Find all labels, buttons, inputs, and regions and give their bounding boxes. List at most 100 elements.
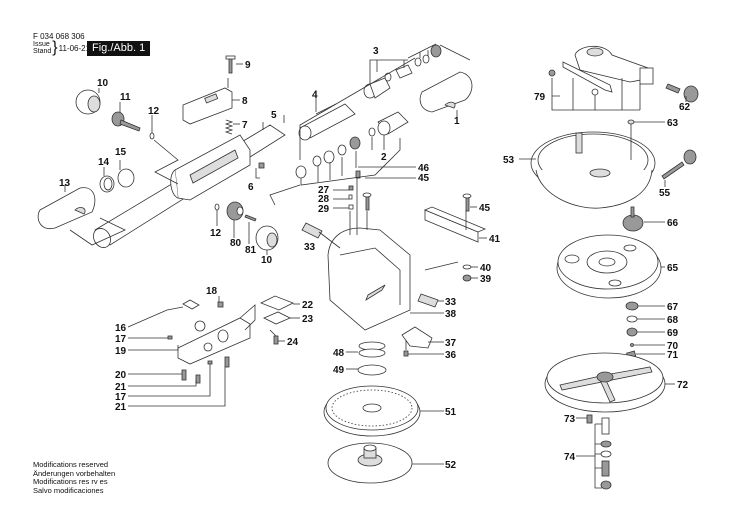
notice-line-fr: Modifications res rv es xyxy=(33,477,108,486)
callout-15: 15 xyxy=(115,147,127,158)
part-10-knob-bottom xyxy=(255,225,279,251)
part-63-screw xyxy=(627,119,635,125)
figure-label: Fig./Abb. 1 xyxy=(87,41,151,56)
callout-2: 2 xyxy=(381,152,387,163)
callout-12-top: 12 xyxy=(148,106,160,117)
callout-81: 81 xyxy=(245,245,257,256)
callout-27: 27 xyxy=(318,185,330,196)
part-15-plug xyxy=(117,168,135,188)
part-41-bar xyxy=(423,206,487,243)
callout-38: 38 xyxy=(445,309,457,320)
callout-55: 55 xyxy=(659,188,671,199)
callout-37: 37 xyxy=(445,338,457,349)
part-65-plate xyxy=(556,234,662,299)
callout-36: 36 xyxy=(445,350,457,361)
callout-10-bottom: 10 xyxy=(261,255,273,266)
callout-23: 23 xyxy=(302,314,314,325)
callout-53: 53 xyxy=(503,155,515,166)
part-37-plate xyxy=(401,326,433,349)
document-number: F 034 068 306 xyxy=(33,32,85,41)
callout-65: 65 xyxy=(667,263,679,274)
callout-17-bottom: 17 xyxy=(115,392,127,403)
callout-18: 18 xyxy=(206,286,218,297)
callout-13: 13 xyxy=(59,178,71,189)
callout-49: 49 xyxy=(333,365,345,376)
part-18-nut xyxy=(217,301,224,308)
callout-16: 16 xyxy=(115,323,127,334)
callout-24: 24 xyxy=(287,337,299,348)
part-13-end-cap xyxy=(37,187,96,230)
notice-line-de: Änderungen vorbehalten xyxy=(33,468,116,478)
callout-33-left: 33 xyxy=(304,242,316,253)
part-80-knurled-nut xyxy=(226,201,244,221)
part-10-knob-top xyxy=(75,89,101,115)
part-45-screws xyxy=(362,192,472,212)
part-36-screw xyxy=(403,350,409,357)
part-19-bracket xyxy=(177,317,251,365)
part-62-thumb-screw xyxy=(665,83,699,103)
part-53-base-housing xyxy=(530,131,656,209)
part-79-bracket-set xyxy=(548,45,654,96)
parts-67-71-small xyxy=(625,301,639,359)
callout-6: 6 xyxy=(248,182,254,193)
callout-45-top: 45 xyxy=(418,173,430,184)
parts-39-40-washers xyxy=(462,264,472,282)
leader-lines xyxy=(64,43,687,489)
callout-63: 63 xyxy=(667,118,679,129)
part-3-tube-set xyxy=(363,44,442,99)
modifications-notice: Modifications reserved Änderungen vorbeh… xyxy=(33,460,116,495)
callout-45-right: 45 xyxy=(479,203,491,214)
stand-label: Stand xyxy=(33,48,52,55)
callout-71: 71 xyxy=(667,350,679,361)
callout-22: 22 xyxy=(302,300,314,311)
callout-21-bottom: 21 xyxy=(115,402,127,413)
callout-19: 19 xyxy=(115,346,127,357)
issue-label: Issue xyxy=(33,41,50,48)
callout-10-top: 10 xyxy=(97,78,109,89)
callout-3: 3 xyxy=(373,46,379,57)
part-9-screw xyxy=(225,55,236,74)
callout-9: 9 xyxy=(245,60,251,71)
callout-7: 7 xyxy=(242,120,248,131)
callout-68: 68 xyxy=(667,315,679,326)
part-2-coupling-set xyxy=(295,111,409,179)
parts-20-21-screws xyxy=(181,356,230,384)
callout-39: 39 xyxy=(480,274,492,285)
callout-8: 8 xyxy=(242,96,248,107)
callout-21-top: 21 xyxy=(115,382,127,393)
callout-1: 1 xyxy=(454,116,460,127)
callout-74: 74 xyxy=(564,452,576,463)
part-49-ring xyxy=(357,364,387,376)
part-72-rotor-disc xyxy=(544,352,666,413)
notice-line-es: Salvo modificaciones xyxy=(33,485,104,495)
part-48-spring xyxy=(358,341,386,358)
part-33-bushing-left xyxy=(301,222,323,239)
callout-40: 40 xyxy=(480,263,492,274)
part-16-plate xyxy=(182,299,200,310)
part-4-inner-tube xyxy=(298,103,356,141)
callout-12-bottom: 12 xyxy=(210,228,222,239)
part-66-knob xyxy=(622,206,644,232)
part-52-base-disc xyxy=(327,442,413,484)
part-33-bushing-right xyxy=(417,293,439,308)
part-8-level-vial xyxy=(182,87,233,125)
callout-labels: 9 8 7 5 6 10 11 12 13 14 15 12 80 81 10 … xyxy=(59,46,691,471)
part-7-spring xyxy=(224,119,234,135)
callout-17-top: 17 xyxy=(115,334,127,345)
part-6-nut xyxy=(258,162,265,169)
part-74-valve-set xyxy=(600,417,612,490)
callout-79: 79 xyxy=(534,92,546,103)
part-24-screw xyxy=(273,335,279,345)
callout-28: 28 xyxy=(318,194,330,205)
callout-73: 73 xyxy=(564,414,576,425)
callout-20: 20 xyxy=(115,370,127,381)
part-11-thumb-screw xyxy=(111,111,141,132)
callout-70: 70 xyxy=(667,341,679,352)
part-5-guide-tube xyxy=(93,124,286,248)
issue-date: 11-06-21 xyxy=(58,43,91,53)
parts-27-29-small xyxy=(348,185,354,210)
callout-69: 69 xyxy=(667,328,679,339)
